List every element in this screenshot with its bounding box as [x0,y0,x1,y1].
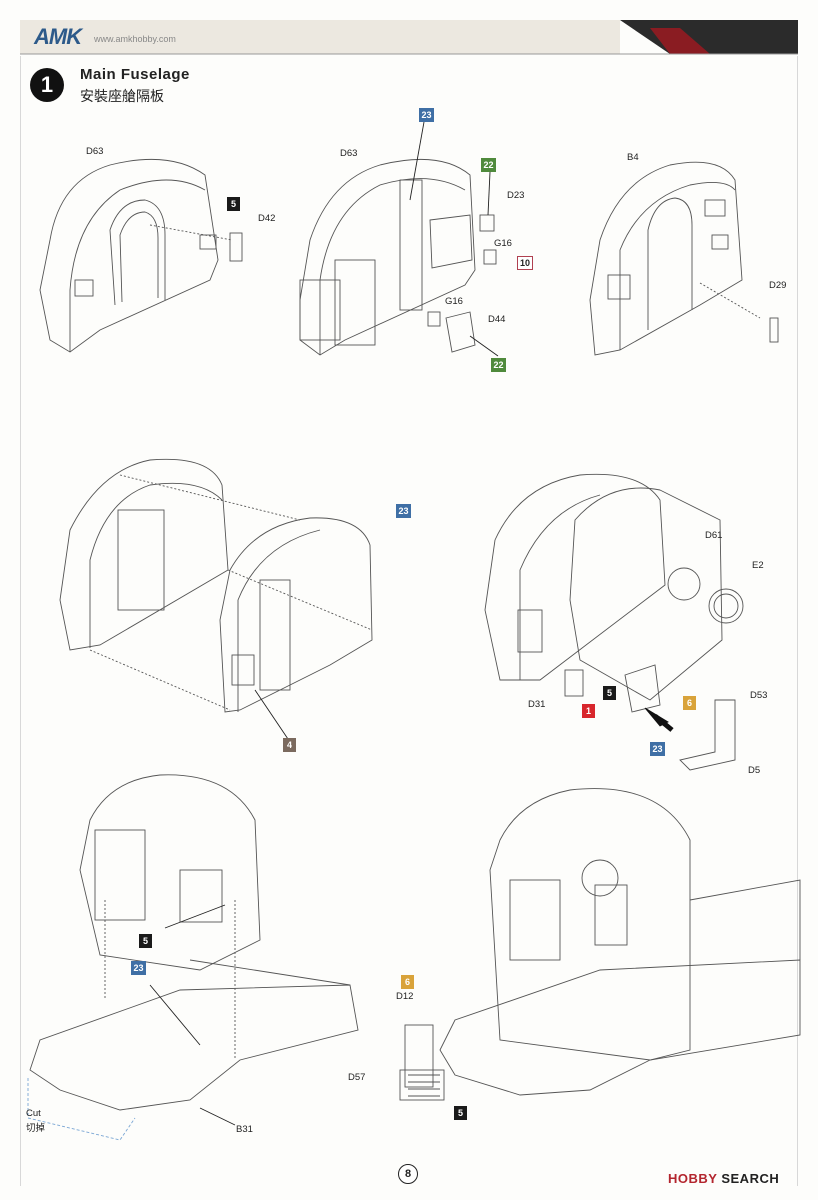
label-d53: D53 [750,690,768,701]
label-d12: D12 [396,991,414,1002]
header-graphic [20,20,798,55]
paint-badge: 5 [454,1106,467,1120]
paint-badge: 4 [283,738,296,752]
label-d44: D44 [488,314,506,325]
cockpit-complete-panel7 [399,788,801,1101]
bulkhead-assembly-panel5 [484,473,744,771]
label-e2: E2 [752,560,764,571]
label-d61: D61 [705,530,723,541]
header-bar: AMK www.amkhobby.com [20,20,798,56]
cockpit-floor-panel6 [27,774,359,1141]
paint-badge: 6 [683,696,696,710]
label-d31: D31 [528,699,546,710]
bulkhead-panel2 [299,121,499,357]
page-number: 8 [398,1164,418,1184]
label-d63-a: D63 [86,146,104,157]
label-g16-b: G16 [445,296,463,307]
label-d42: D42 [258,213,276,224]
paint-badge: 1 [582,704,595,718]
label-d5: D5 [748,765,761,776]
paint-badge: 5 [603,686,616,700]
label-g16-a: G16 [494,238,512,249]
paint-badge: 23 [650,742,665,756]
label-cut-zh: 切掉 [26,1123,46,1134]
step-title: Main Fuselage [80,66,190,83]
watermark-search: SEARCH [721,1171,780,1186]
bulkhead-b4-panel3 [589,161,779,356]
label-d29: D29 [769,280,787,291]
watermark: HOBBY SEARCH [668,1171,779,1186]
paint-badge: 22 [481,158,496,172]
step-number: 1 [30,68,64,102]
watermark-hobby: HOBBY [668,1171,718,1186]
page-border [20,56,798,1186]
paint-badge: 5 [139,934,152,948]
paint-badge: 10 [517,256,533,270]
bulkhead-d63-panel1 [39,158,243,353]
label-d57: D57 [348,1072,366,1083]
brand-url: www.amkhobby.com [94,34,176,44]
paint-badge: 22 [491,358,506,372]
label-b4: B4 [627,152,639,163]
label-d23: D23 [507,190,525,201]
paint-badge: 6 [401,975,414,989]
label-d63-b: D63 [340,148,358,159]
step-subtitle: 安裝座艙隔板 [80,88,164,104]
label-b31: B31 [236,1124,253,1135]
brand-logo: AMK [34,24,82,49]
paint-badge: 23 [396,504,411,518]
paint-badge: 5 [227,197,240,211]
paint-badge: 23 [419,108,434,122]
bulkhead-pair-panel4 [59,458,373,743]
paint-badge: 23 [131,961,146,975]
label-cut: Cut [26,1108,41,1119]
